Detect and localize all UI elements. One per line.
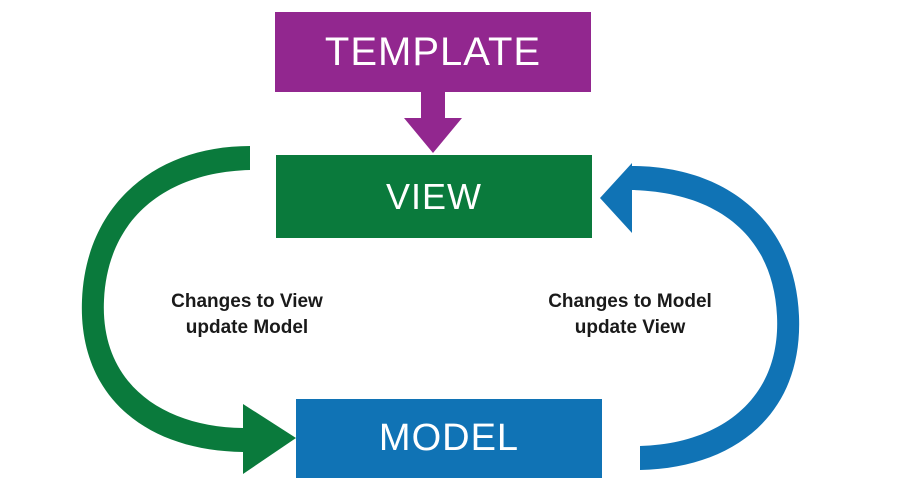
node-template-label: TEMPLATE [324, 29, 542, 74]
edge-label-model-to-view: Changes to Model update View [548, 291, 712, 338]
node-view[interactable]: VIEW [276, 155, 592, 238]
arrow-template-to-view [404, 92, 462, 153]
node-model-label: MODEL [378, 417, 520, 459]
node-model[interactable]: MODEL [296, 399, 602, 478]
node-view-label: VIEW [385, 175, 482, 217]
edge-label-view-to-model: Changes to View update Model [171, 291, 323, 338]
node-template[interactable]: TEMPLATE [275, 12, 591, 92]
